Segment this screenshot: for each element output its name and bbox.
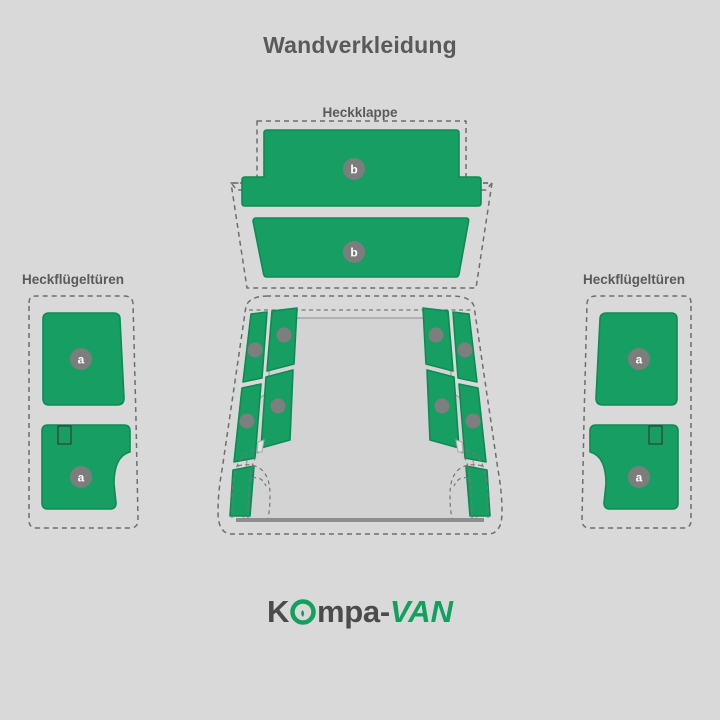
left-door-lower-badge-label: a (78, 471, 85, 485)
left-door-lower-panel[interactable] (41, 424, 131, 510)
heckklappe-upper-badge-label: b (350, 163, 357, 177)
right-door-lower-badge-circle (628, 466, 650, 488)
right-door-upper-badge-label: a (636, 353, 643, 367)
right-door-lower-panel[interactable] (589, 424, 679, 510)
left-doors-group: a a (28, 295, 139, 529)
heckklappe-upper-badge-circle (343, 158, 365, 180)
right-door-lower-badge-label: a (636, 471, 643, 485)
right-seat-inner (453, 477, 469, 487)
left-wall-front-upper-marker (247, 342, 263, 358)
van-floor-bar (236, 518, 484, 522)
right-wall-rear-lower-marker (434, 398, 450, 414)
right-doors-group: a a (581, 295, 692, 529)
right-wall-front-upper-marker (457, 342, 473, 358)
van-body-group (217, 295, 503, 535)
left-seat-outline (231, 447, 263, 518)
section-label-left-doors: Heckflügeltüren (22, 272, 125, 287)
page-title: Wandverkleidung (263, 32, 457, 58)
logo-text-van: VAN (389, 594, 454, 629)
left-door-upper-badge-circle (70, 348, 92, 370)
left-door-lower-notch (57, 425, 72, 445)
heckklappe-lower-badge-label: b (350, 246, 357, 260)
left-seat-inner (251, 477, 267, 487)
seat-outlines (231, 443, 489, 519)
section-label-heckklappe: Heckklappe (322, 105, 398, 120)
left-doors-outline (28, 295, 139, 529)
left-seat-back (247, 443, 265, 519)
van-body-outline (217, 295, 503, 535)
right-seat-back (455, 443, 473, 519)
leaf-circle-icon (290, 595, 316, 635)
section-label-right-doors: Heckflügeltüren (583, 272, 686, 287)
right-door-lower-notch (648, 425, 663, 445)
right-pillar-stub (455, 439, 464, 453)
right-doors-outline (581, 295, 692, 529)
right-wall-front-lower-marker (465, 413, 481, 429)
left-pillar-stub (256, 439, 265, 453)
heckklappe-lower-badge-circle (343, 241, 365, 263)
left-door-upper-badge-label: a (78, 353, 85, 367)
logo-text-mpa: mpa- (317, 594, 390, 629)
left-wall-front-lower-marker (239, 413, 255, 429)
right-door-upper-badge-circle (628, 348, 650, 370)
heckklappe-upper-outline (230, 120, 493, 191)
left-wall-rear-upper-marker (276, 327, 292, 343)
left-door-lower-badge-circle (70, 466, 92, 488)
logo-text-k: K (266, 594, 290, 629)
right-seat-outline (457, 447, 489, 518)
right-wall-rear-upper-marker (428, 327, 444, 343)
left-wall-rear-lower-marker (270, 398, 286, 414)
heckklappe-group: b b (230, 120, 493, 289)
